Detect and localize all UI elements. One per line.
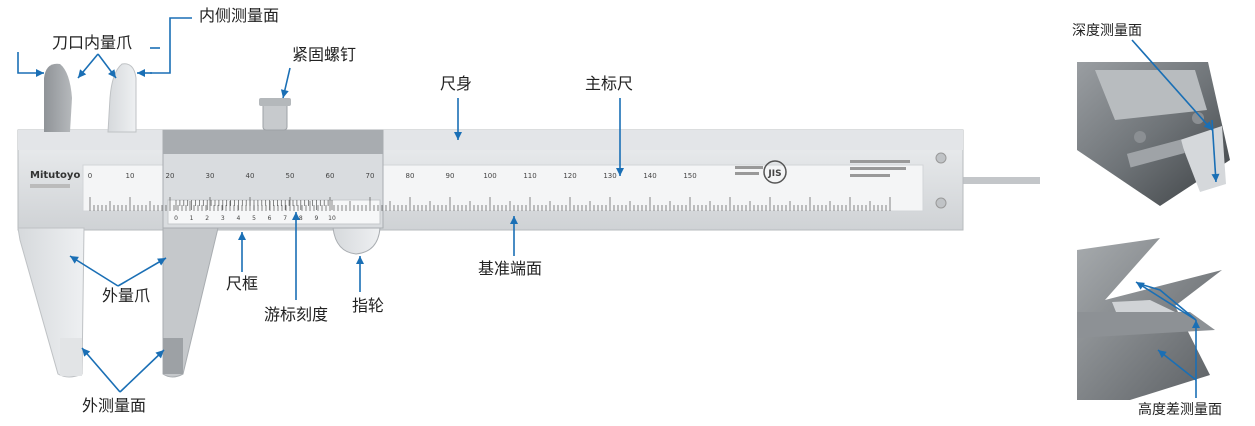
callout-line (117, 257, 167, 287)
main-scale-number: 150 (683, 172, 696, 180)
main-scale-number: 80 (406, 172, 415, 180)
main-scale-numbers: 0 10 20 30 40 50 60 70 80 90 100 110 120 130 140 150 (88, 172, 697, 180)
vernier-number: 2 (205, 215, 209, 222)
main-scale-number: 10 (126, 172, 135, 180)
callout-bracket (17, 52, 38, 74)
callout-arrowhead (137, 69, 145, 77)
callout-arrowhead (1211, 173, 1220, 182)
fixed-inner-jaw (44, 63, 72, 132)
vernier-number: 7 (283, 215, 287, 222)
label-step-measuring-face: 高度差测量面 (1138, 402, 1222, 418)
label-thumb-wheel: 指轮 (352, 296, 385, 315)
callout-arrowhead (78, 69, 87, 78)
callout-bracket (1139, 283, 1197, 321)
main-scale-number: 50 (286, 172, 295, 180)
main-scale-number: 20 (166, 172, 175, 180)
main-scale-number: 30 (206, 172, 215, 180)
main-scale-number: 140 (643, 172, 656, 180)
vernier-number: 8 (299, 215, 303, 222)
callout-line (1135, 281, 1197, 321)
main-scale-number: 120 (563, 172, 576, 180)
callout-arrowhead (292, 212, 300, 220)
brand-logo: Mitutoyo (30, 170, 80, 181)
label-reference-end-face: 基准端面 (478, 259, 543, 278)
vernier-numbers: 0 1 2 3 4 5 6 7 8 9 10 (174, 215, 336, 222)
label-vernier-scale: 游标刻度 (264, 305, 329, 324)
callout-line (69, 255, 119, 287)
callout-arrowhead (82, 348, 91, 357)
label-knife-edge-inner-jaws: 刀口内量爪 (52, 33, 133, 52)
vernier-number: 4 (236, 215, 240, 222)
callout-arrowhead (238, 232, 246, 240)
callout-line (1211, 119, 1217, 183)
vernier-number: 3 (221, 215, 225, 222)
callout-arrowhead (1192, 320, 1200, 328)
callout-arrowhead (70, 256, 79, 264)
vernier-number: 10 (328, 215, 336, 222)
callout-arrowhead (157, 258, 166, 266)
vernier-number: 6 (268, 215, 272, 222)
vernier-number: 0 (174, 215, 178, 222)
callout-arrows (17, 17, 1220, 398)
callout-arrowhead (155, 350, 164, 359)
svg-text:JIS: JIS (767, 169, 781, 179)
label-outer-measuring-face: 外测量面 (82, 396, 147, 415)
callout-arrowhead (280, 89, 289, 98)
callout-line (81, 347, 121, 393)
callout-arrowhead (1158, 350, 1167, 359)
depth-rod (950, 177, 1040, 184)
callout-bracket (150, 17, 192, 74)
callout-arrowhead (1136, 282, 1145, 290)
vernier-ticks (175, 200, 333, 210)
step-face-photo (1077, 238, 1222, 400)
callout-arrowhead (108, 69, 116, 78)
callout-arrowhead (616, 168, 624, 176)
thumb-wheel (332, 227, 381, 255)
callout-arrowhead (1203, 121, 1212, 130)
callout-arrowhead (36, 69, 44, 77)
callout-line (1131, 39, 1213, 131)
lock-screw (262, 101, 288, 131)
main-scale-number: 60 (326, 172, 335, 180)
main-scale-number: 110 (523, 172, 536, 180)
vernier-number: 9 (314, 215, 318, 222)
label-lock-screw: 紧固螺钉 (292, 45, 357, 64)
callout-line (119, 349, 165, 393)
label-outer-jaws: 外量爪 (102, 286, 151, 305)
main-scale-number: 130 (603, 172, 616, 180)
main-scale-number: 40 (246, 172, 255, 180)
callout-arrowhead (454, 132, 462, 140)
callout-arrowhead (510, 216, 518, 224)
main-scale-number: 70 (366, 172, 375, 180)
main-scale-number: 90 (446, 172, 455, 180)
callout-line (1157, 349, 1197, 381)
main-scale-number: 100 (483, 172, 496, 180)
jis-mark (763, 160, 787, 184)
depth-face-photo (1077, 62, 1230, 206)
vernier-number: 1 (190, 215, 194, 222)
vernier-number: 5 (252, 215, 256, 222)
label-main-beam: 尺身 (440, 74, 473, 93)
callout-arrowhead (356, 256, 364, 264)
label-inner-measuring-face: 内侧测量面 (199, 6, 280, 25)
label-slider: 尺框 (226, 274, 259, 293)
label-depth-measuring-face: 深度测量面 (1072, 23, 1142, 39)
moving-inner-jaw (107, 63, 137, 133)
main-scale-ticks (89, 197, 891, 211)
main-scale-number: 0 (88, 172, 92, 180)
label-main-scale: 主标尺 (585, 74, 634, 93)
